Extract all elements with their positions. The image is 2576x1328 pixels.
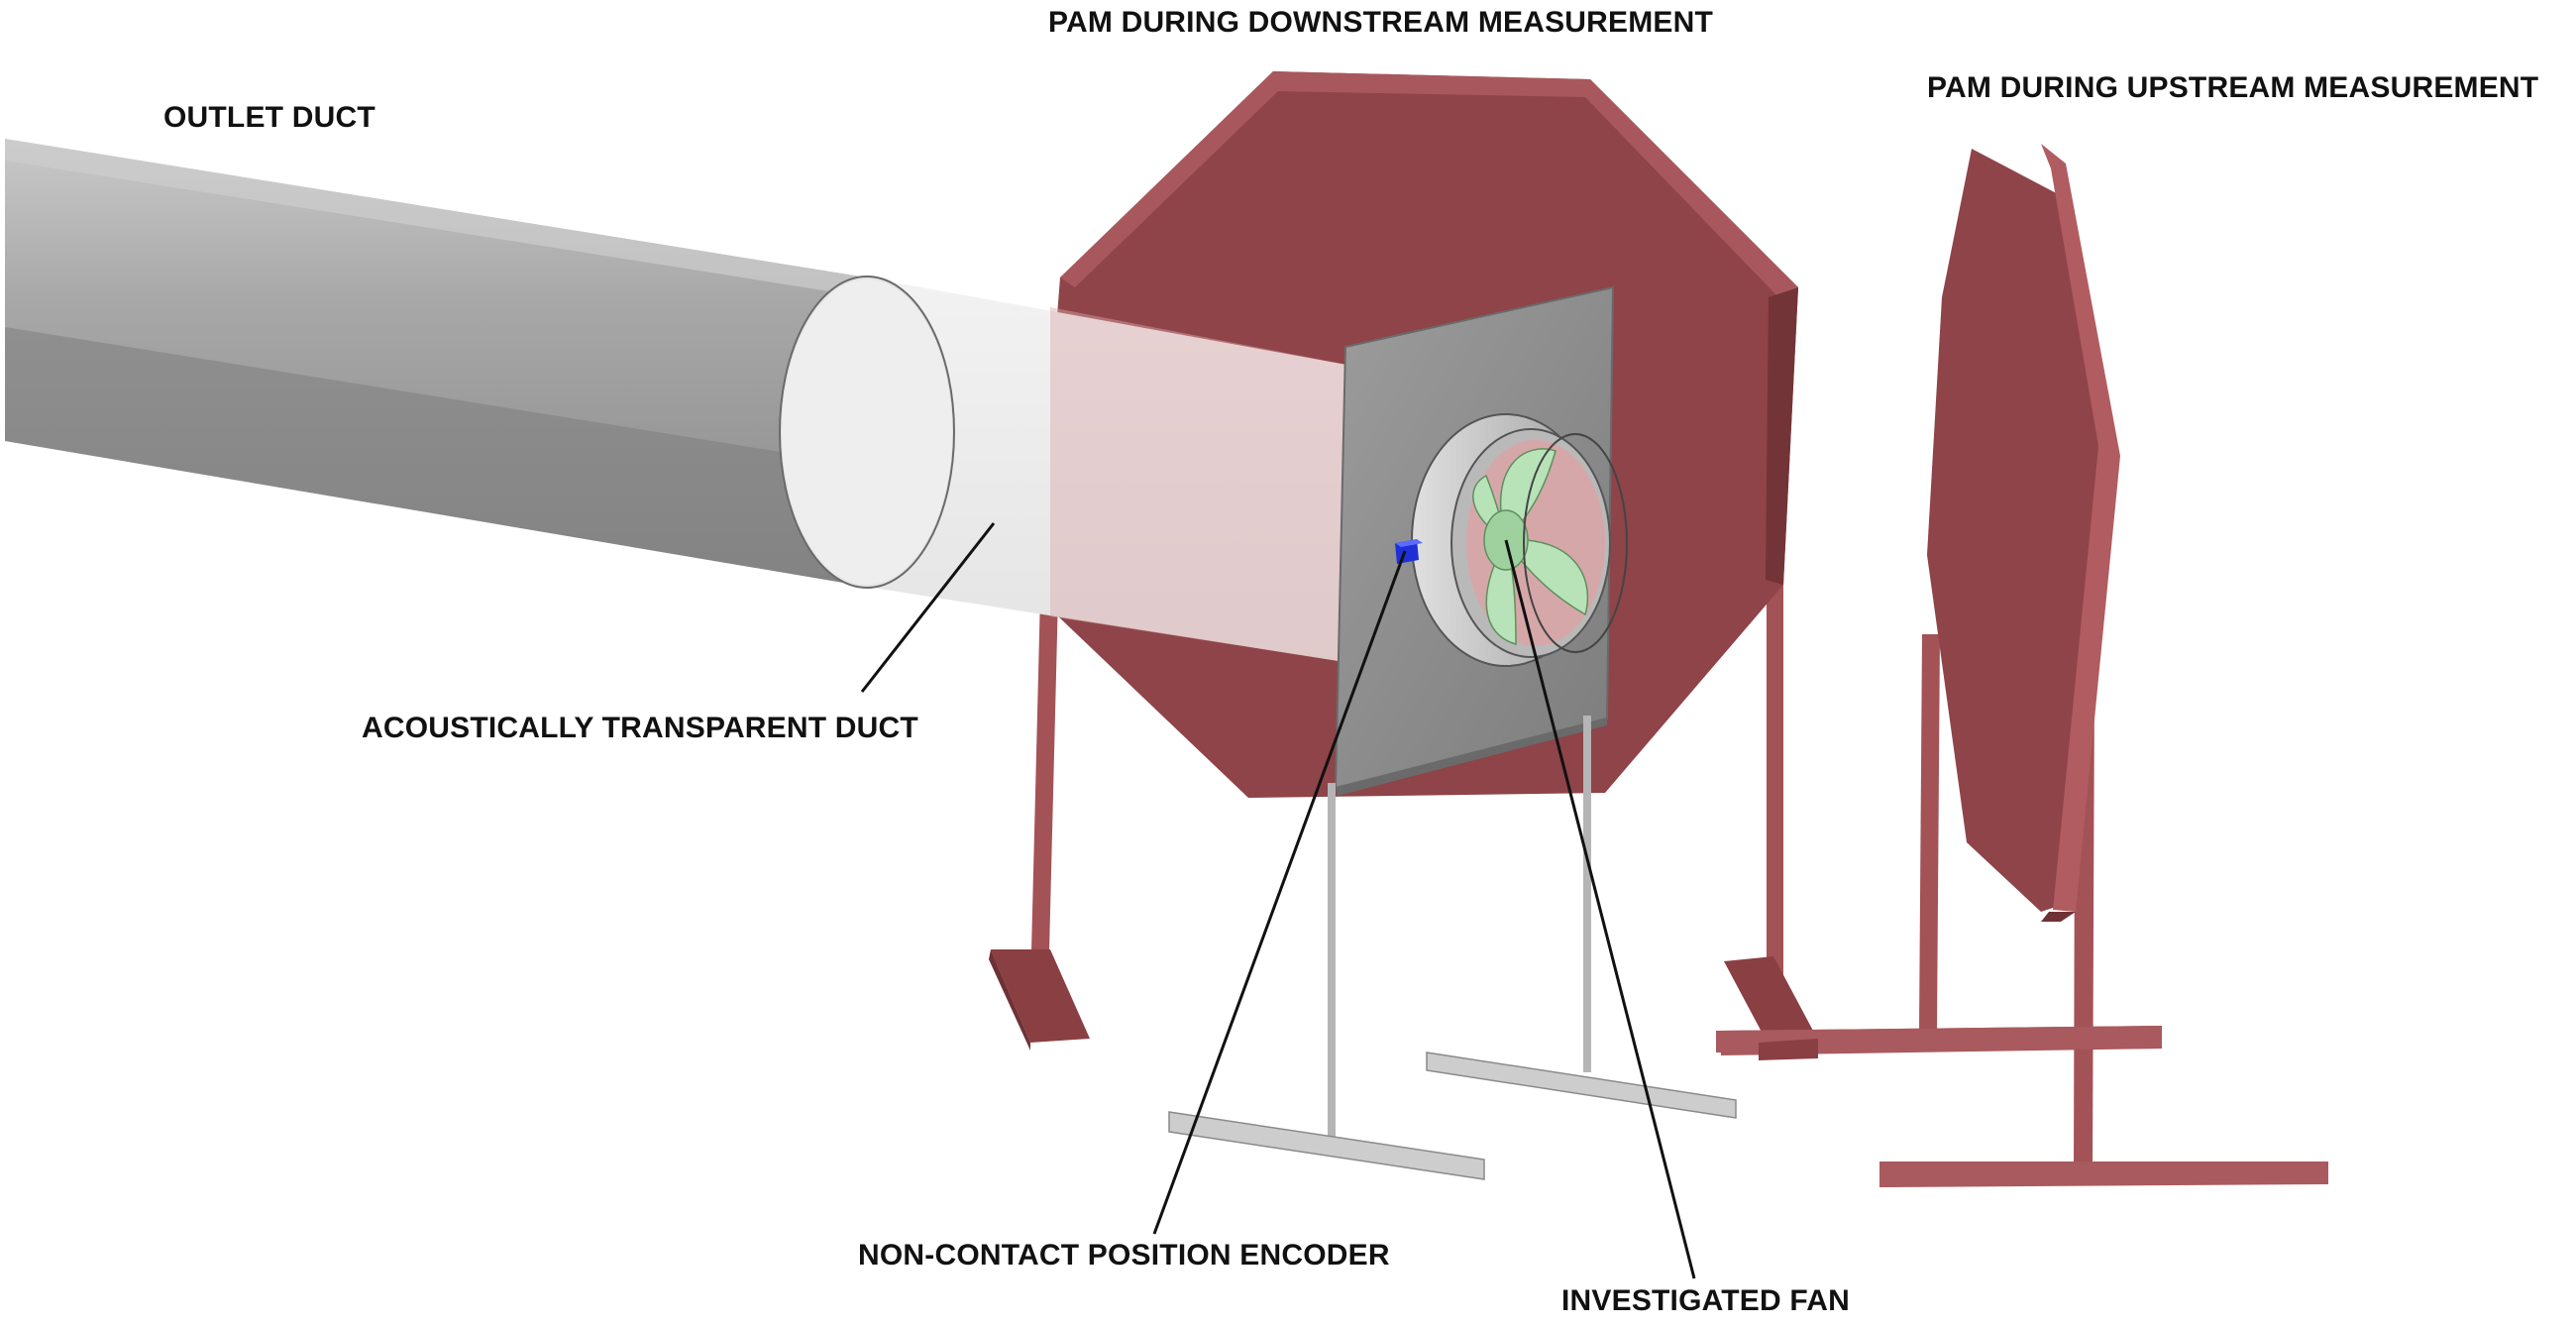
outlet-duct — [5, 139, 867, 587]
label-position-encoder: NON-CONTACT POSITION ENCODER — [858, 1239, 1390, 1272]
pam-upstream — [1716, 144, 2328, 1187]
label-transparent-duct: ACOUSTICALLY TRANSPARENT DUCT — [362, 712, 918, 744]
fan-mount-panel — [1168, 285, 1737, 1180]
panel-leg-right — [1583, 716, 1591, 1072]
panel-foot-left — [1168, 1111, 1485, 1180]
label-pam-upstream: PAM DURING UPSTREAM MEASUREMENT — [1927, 71, 2539, 104]
panel-leg-left — [1328, 783, 1336, 1140]
label-investigated-fan: INVESTIGATED FAN — [1561, 1284, 1850, 1317]
panel-foot-right — [1426, 1051, 1737, 1119]
transparent-duct — [779, 276, 1357, 664]
leader-fan — [1504, 539, 1696, 1279]
leader-encoder — [1152, 550, 1407, 1235]
leader-transparent-duct — [860, 522, 996, 693]
label-pam-downstream: PAM DURING DOWNSTREAM MEASUREMENT — [1048, 6, 1714, 39]
pam-upstream-panel — [1927, 149, 2110, 912]
leader-lines — [860, 522, 1696, 1279]
label-outlet-duct: OUTLET DUCT — [163, 101, 376, 134]
